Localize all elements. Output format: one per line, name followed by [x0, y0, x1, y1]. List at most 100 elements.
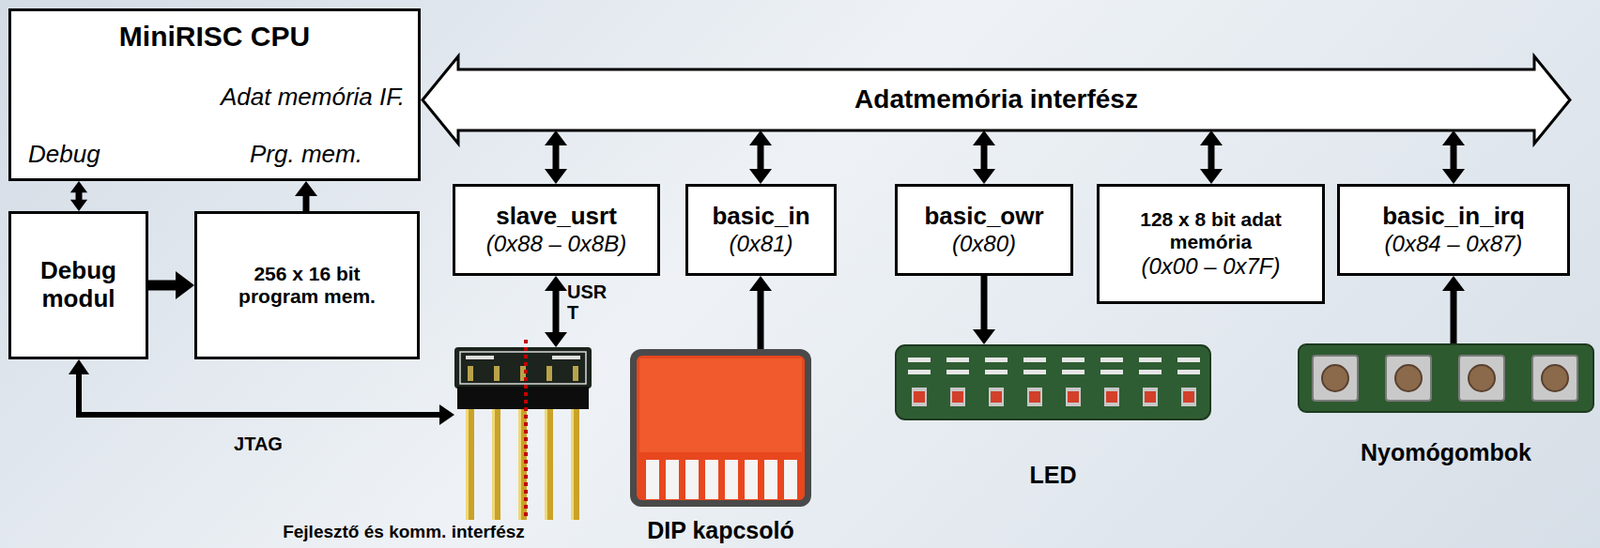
illustration-part: [1023, 357, 1047, 363]
illustration-part: [1106, 391, 1118, 403]
connector-line: [981, 276, 988, 331]
arrow-head: [294, 181, 318, 197]
node-subtitle: Prg. mem.: [249, 140, 363, 170]
illustration-part: [518, 409, 522, 521]
illustration-part: [1029, 391, 1041, 403]
illustration-part: [913, 391, 925, 403]
peripheral-box: basic_in(0x81): [685, 184, 837, 277]
node-title: Nyomógombok: [1360, 439, 1532, 467]
led-bar-photo: [894, 344, 1212, 421]
node-title: slave_usrt: [495, 202, 617, 231]
illustration-part: [467, 366, 474, 382]
node-title: DIP kapcsoló: [646, 517, 795, 545]
illustration-part: [544, 409, 548, 521]
illustration-part: [1061, 357, 1085, 363]
arrow-head: [972, 169, 996, 185]
illustration-part: [913, 391, 1195, 403]
arrow-head: [749, 276, 772, 292]
connector-line: [76, 191, 83, 201]
connector: [148, 271, 195, 300]
connector: [972, 276, 996, 345]
illustration-part: [544, 409, 554, 521]
illustration-part: [1144, 391, 1156, 403]
illustration-part: [1177, 369, 1200, 375]
illustration-part: [1061, 369, 1085, 375]
illustration-part: [630, 349, 812, 508]
arrow-head: [70, 181, 88, 193]
connector-line: [553, 144, 560, 170]
illustration-part: [546, 366, 553, 382]
connector: [972, 130, 996, 185]
pin-header-photo: [454, 347, 592, 524]
connector-line: [78, 373, 441, 416]
illustration-part: [465, 355, 494, 360]
push-buttons: Nyomógombok: [1297, 343, 1595, 467]
illustration-part: [907, 369, 931, 375]
connector: [1200, 130, 1223, 185]
illustration-part: [1142, 387, 1158, 407]
illustration-part: [950, 387, 966, 407]
debug-box: Debug modul: [8, 211, 149, 360]
illustration-part: [907, 357, 1200, 375]
node-title: MiniRISC CPU: [11, 20, 418, 54]
connector-line: [1450, 290, 1458, 344]
node-title: 256 x 16 bit program mem.: [227, 262, 387, 308]
illustration-part: [988, 387, 1004, 407]
node-subtitle: (0x00 – 0x7F): [1140, 253, 1280, 280]
node-subtitle: (0x81): [728, 230, 793, 258]
illustration-part: [911, 387, 927, 407]
illustration-part: [492, 409, 501, 521]
illustration-part: [523, 339, 528, 519]
illustration-part: [646, 460, 660, 500]
arrow-head: [544, 169, 568, 185]
illustration-part: [946, 369, 970, 375]
connector: [68, 359, 455, 426]
arrow-head: [175, 271, 195, 300]
illustration-part: [1395, 365, 1422, 392]
divider-dotted-line: [516, 339, 536, 521]
illustration-part: [639, 358, 802, 453]
edge-label: JTAG: [225, 433, 292, 455]
node-title: basic_in: [711, 202, 810, 231]
arrow-head: [1200, 169, 1223, 185]
connector: [294, 181, 318, 212]
illustration-part: [990, 391, 1002, 403]
illustration-part: [465, 409, 469, 521]
connector: [544, 276, 568, 348]
arrow-head: [544, 332, 568, 348]
illustration-part: [1532, 355, 1578, 401]
node-title: basic_owr: [923, 202, 1044, 231]
connector-line: [757, 144, 765, 170]
illustration-part: [1181, 387, 1197, 407]
node-title: 128 x 8 bit adat memória: [1112, 208, 1310, 254]
illustration-part: [744, 460, 758, 500]
arrow-head: [68, 359, 90, 375]
node-subtitle: (0x84 – 0x87): [1384, 230, 1524, 258]
peripheral-box: basic_owr(0x80): [894, 184, 1074, 277]
illustration-part: [665, 460, 679, 500]
illustration-part: [460, 352, 586, 385]
illustration-part: [1468, 365, 1495, 392]
illustration-part: [952, 391, 964, 403]
connector: [749, 130, 772, 185]
connector-line: [148, 280, 177, 292]
led-bar: LED: [894, 344, 1212, 490]
connector-line: [1450, 144, 1458, 170]
connector-line: [981, 144, 988, 170]
arrow-head: [749, 169, 772, 185]
connector-line: [303, 195, 310, 212]
illustration-part: [570, 409, 574, 521]
arrow-head: [972, 130, 996, 146]
node-title: Debug modul: [22, 257, 136, 314]
connector-line: [553, 290, 560, 334]
arrow-head: [70, 200, 88, 212]
illustration-part: [1065, 387, 1081, 407]
illustration-part: [1183, 391, 1195, 403]
illustration-part: [764, 460, 778, 500]
node-subtitle: (0x88 – 0x8B): [486, 230, 627, 258]
edge-label: USR T: [567, 281, 613, 324]
illustration-part: [493, 366, 500, 382]
bus-arrow-shape: [422, 56, 1570, 144]
node-title: basic_in_irq: [1382, 202, 1525, 231]
